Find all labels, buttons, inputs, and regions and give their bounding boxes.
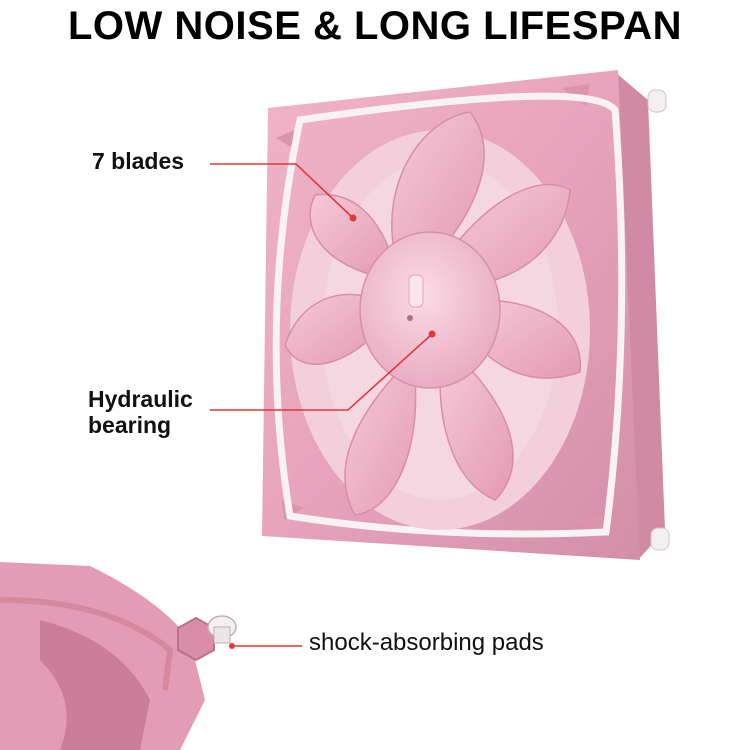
callout-line-bearing <box>210 333 433 411</box>
hub-clip <box>408 274 424 308</box>
blade <box>439 358 514 501</box>
blade <box>344 374 417 516</box>
fan-blades <box>284 111 582 516</box>
fan-main <box>262 70 670 560</box>
fan-hub <box>359 231 501 389</box>
fan-ring <box>272 92 626 538</box>
blade <box>391 111 485 263</box>
fan-frame-side <box>615 72 665 560</box>
mount-pad-top <box>647 89 667 113</box>
fan-closeup <box>0 562 237 750</box>
blade <box>284 293 381 366</box>
blade <box>309 193 393 276</box>
callout-bearing-line1: Hydraulic <box>88 386 193 412</box>
callout-bearing: Hydraulic bearing <box>88 386 193 439</box>
callout-dot-blades <box>349 214 357 222</box>
callout-lines <box>210 163 436 649</box>
mount-pad-bottom <box>650 527 670 551</box>
callout-pads: shock-absorbing pads <box>309 629 544 656</box>
callout-line-blades <box>210 163 354 219</box>
hub-center-dot <box>407 315 413 321</box>
closeup-frame-edge <box>0 597 174 691</box>
callout-dot-bearing <box>428 330 436 338</box>
headline: LOW NOISE & LONG LIFESPAN <box>68 4 682 48</box>
closeup-blade <box>40 620 150 750</box>
callout-dot-pads <box>229 643 235 649</box>
callout-bearing-line2: bearing <box>88 412 172 439</box>
closeup-hex-pad <box>177 616 215 662</box>
callout-blades: 7 blades <box>92 148 185 174</box>
